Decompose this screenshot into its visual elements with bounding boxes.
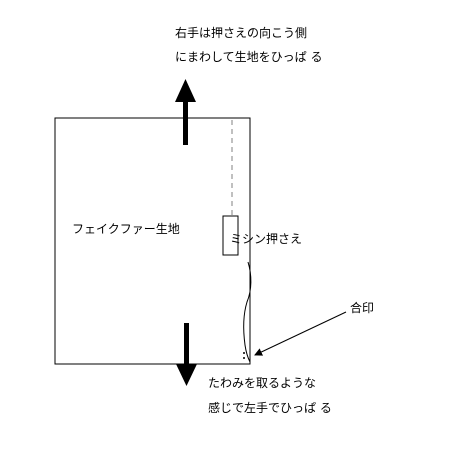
fabric-rectangle bbox=[54, 117, 251, 365]
top-note-line2: にまわして生地をひっぱ る bbox=[175, 50, 323, 64]
top-note-line1: 右手は押さえの向こう側 bbox=[175, 26, 308, 40]
match-mark-label: 合印 bbox=[350, 301, 375, 315]
fabric-slack-curve bbox=[243, 261, 252, 363]
pull-down-arrow bbox=[176, 323, 197, 386]
fabric-label: フェイクファー生地 bbox=[72, 222, 180, 236]
bottom-note-line1: たわみを取るような bbox=[208, 376, 317, 390]
match-mark-pointer bbox=[254, 311, 347, 356]
match-mark-dots bbox=[243, 352, 245, 359]
presser-foot-label: ミシン押さえ bbox=[230, 232, 303, 246]
pull-up-arrow bbox=[175, 79, 196, 145]
bottom-note-line2: 感じで左手でひっぱ る bbox=[208, 401, 332, 415]
presser-foot-box bbox=[222, 215, 239, 256]
